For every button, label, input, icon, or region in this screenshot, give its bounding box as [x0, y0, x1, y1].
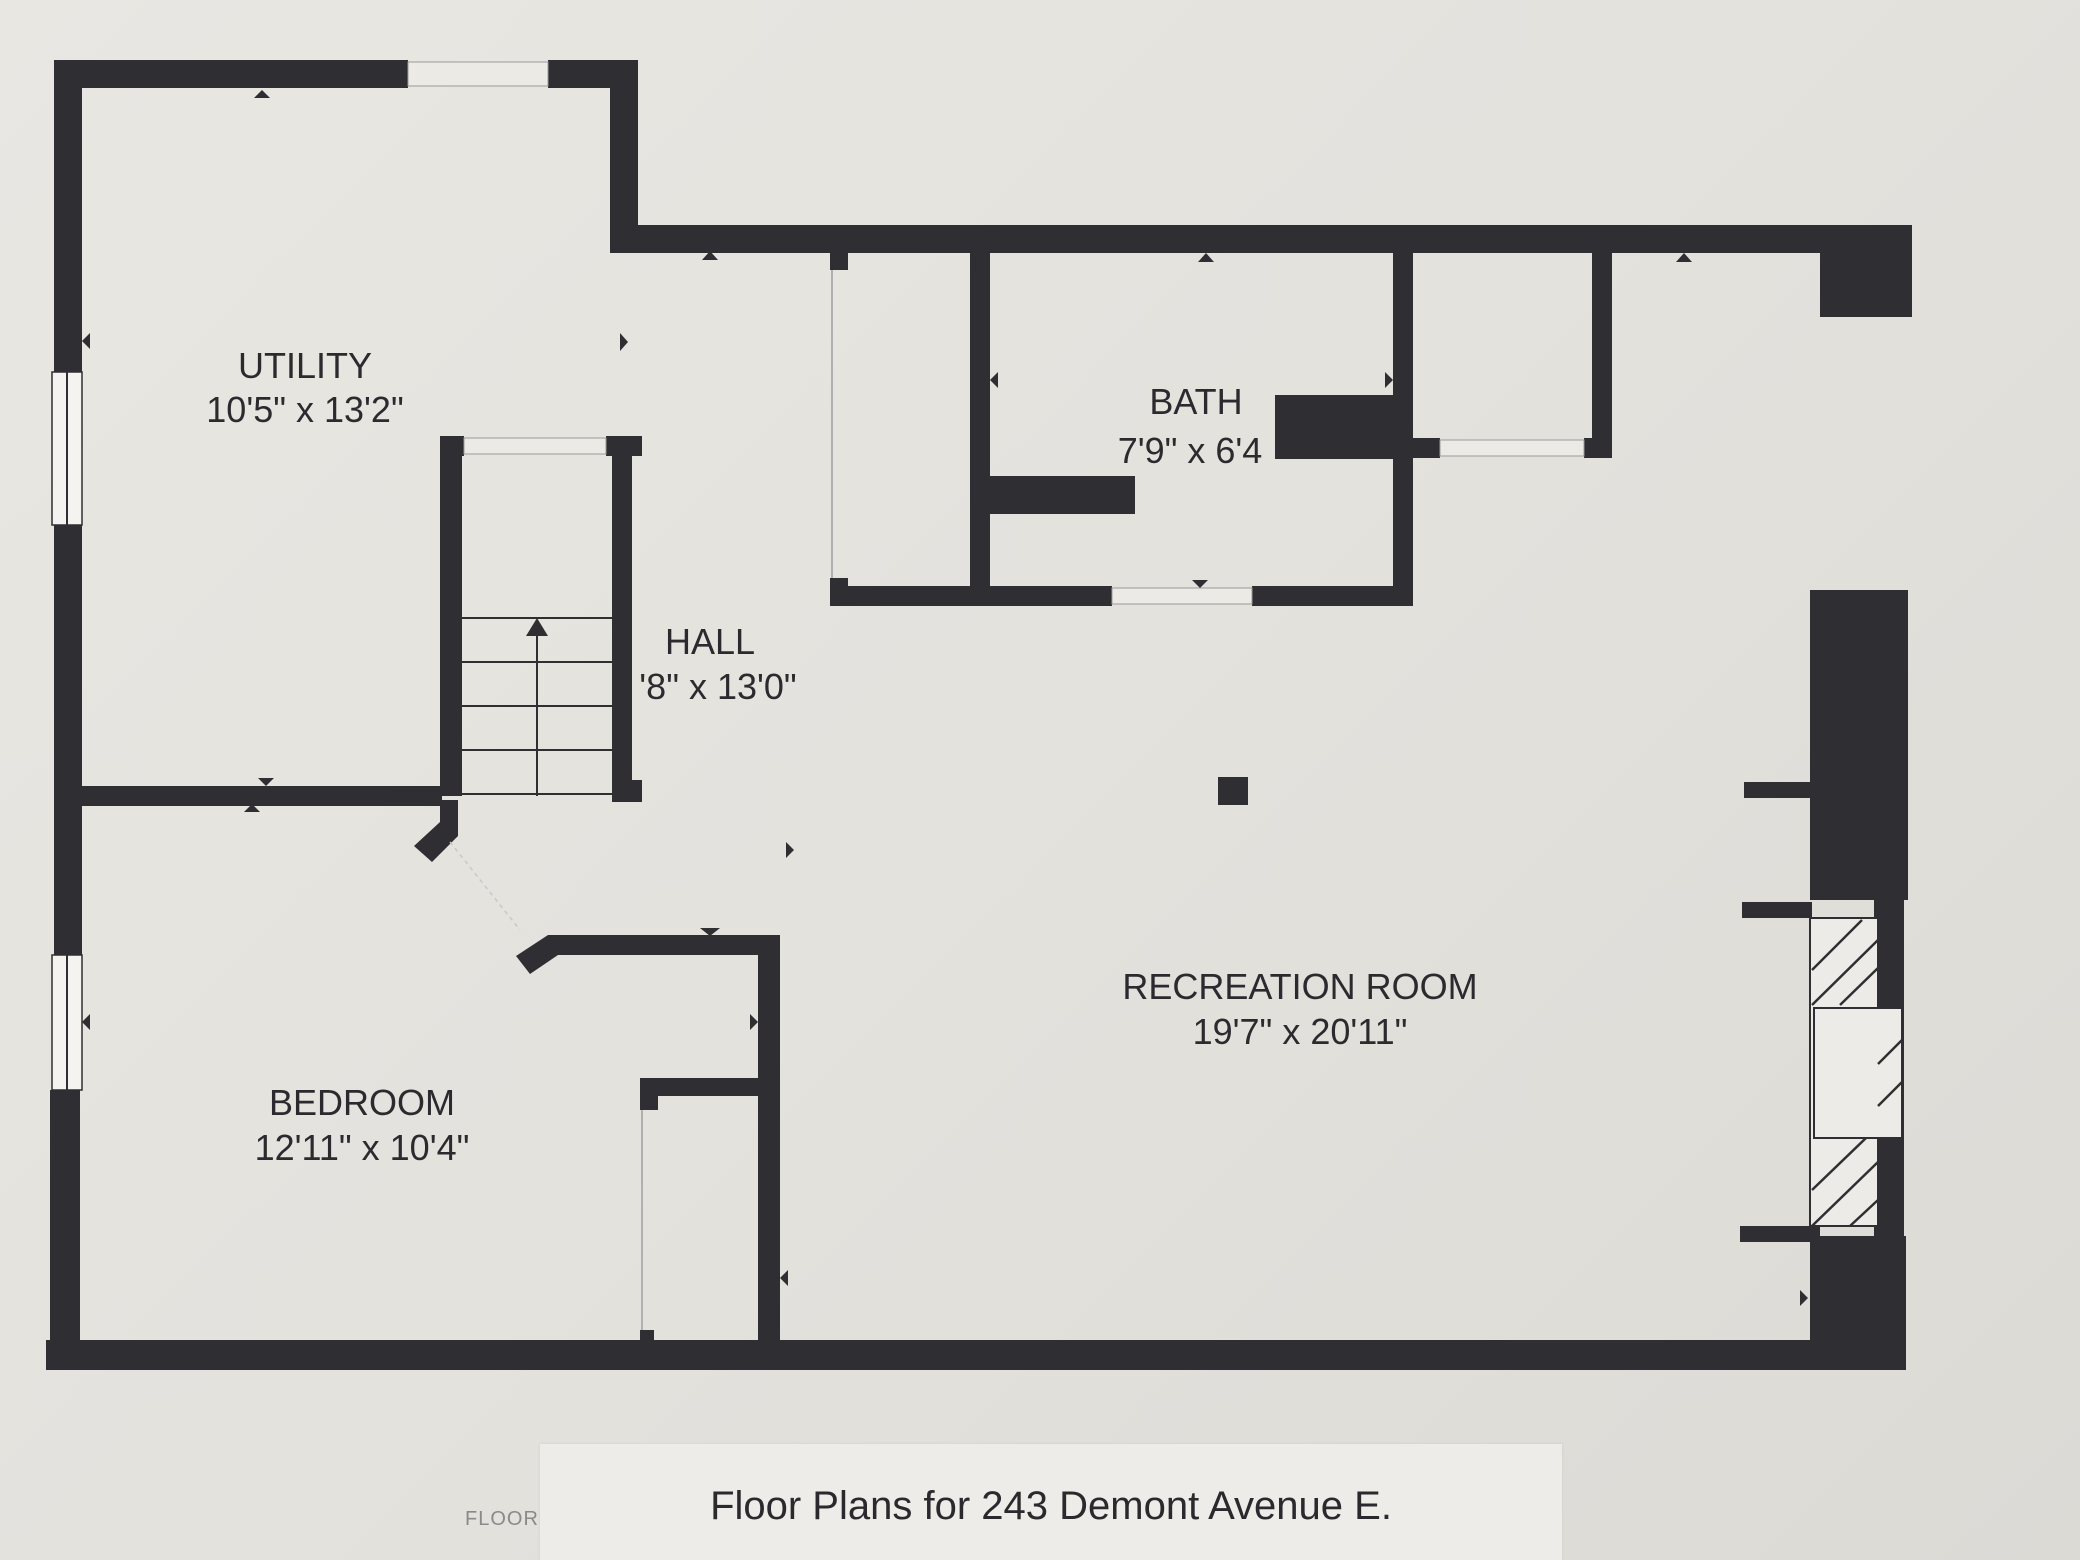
- exterior-walls: [46, 60, 1912, 1370]
- interior-walls: [82, 250, 1820, 1348]
- bedroom-size: 12'11" x 10'4": [255, 1127, 470, 1168]
- recreation-name: RECREATION ROOM: [1122, 966, 1477, 1007]
- hall-size: '8" x 13'0": [639, 666, 796, 707]
- title-card: Floor Plans for 243 Demont Avenue E.: [540, 1444, 1562, 1560]
- floor-tag: FLOOR: [465, 1508, 539, 1530]
- fireplace-hatch-icon: [1809, 917, 1903, 1227]
- room-labels: UTILITY 10'5" x 13'2" HALL '8" x 13'0" B…: [206, 345, 1477, 1168]
- windows: [51, 61, 549, 1091]
- door-marker-icon: [82, 90, 1808, 1358]
- bedroom-name: BEDROOM: [269, 1082, 455, 1123]
- plan-title: Floor Plans for 243 Demont Avenue E.: [710, 1484, 1392, 1528]
- recreation-size: 19'7" x 20'11": [1193, 1011, 1408, 1052]
- utility-name: UTILITY: [238, 345, 372, 386]
- stair-arrow-icon: [526, 618, 548, 636]
- bath-size: 7'9" x 6'4: [1118, 430, 1263, 471]
- bath-name: BATH: [1149, 381, 1242, 422]
- staircase: [462, 617, 612, 796]
- door-openings: [449, 270, 1585, 1330]
- hall-name: HALL: [665, 621, 755, 662]
- column-icon: [1218, 777, 1248, 805]
- utility-size: 10'5" x 13'2": [206, 389, 403, 430]
